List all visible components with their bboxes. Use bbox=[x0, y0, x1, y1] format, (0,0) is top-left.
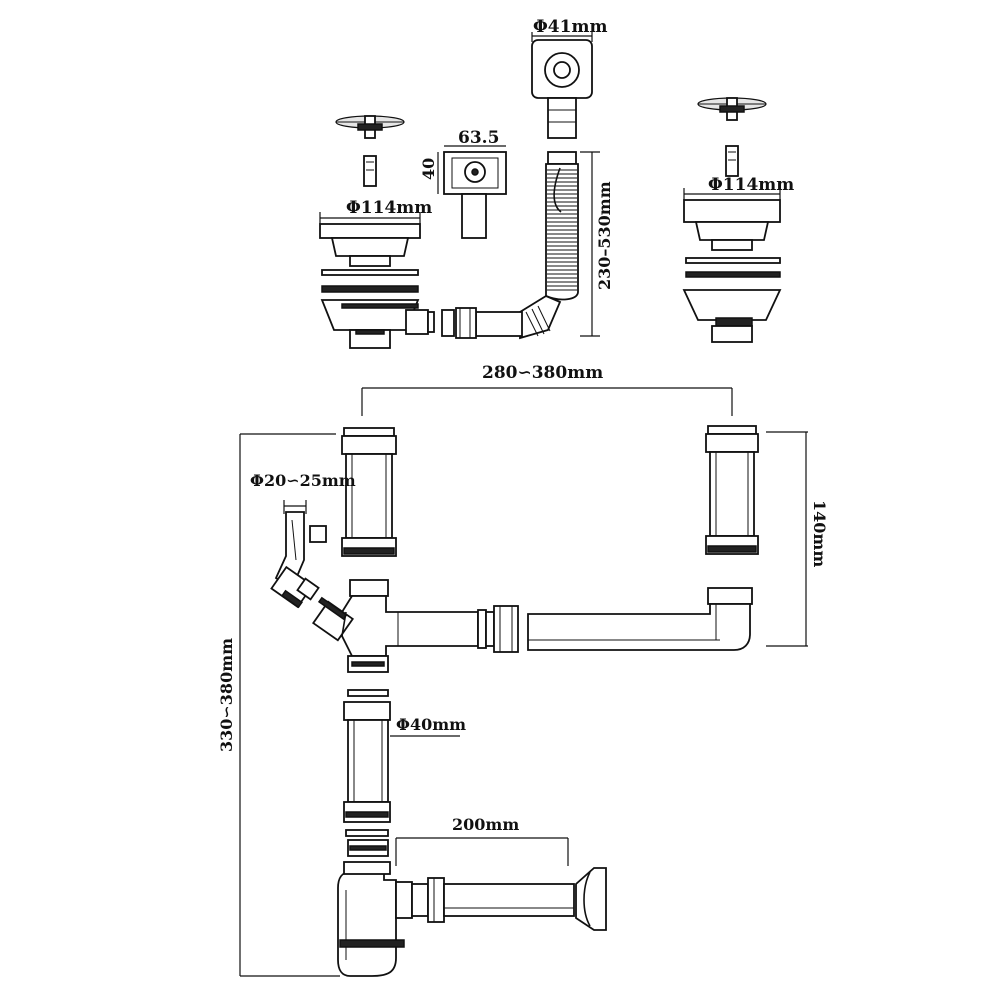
overflow-hose bbox=[545, 151, 579, 301]
hose-length-dim bbox=[580, 151, 600, 337]
tail-dia-label: Φ40mm bbox=[396, 715, 466, 734]
basket-strainer-left bbox=[335, 115, 405, 187]
total-height-dim bbox=[239, 433, 340, 977]
sink-body-left bbox=[319, 212, 435, 349]
left-tailpiece bbox=[341, 427, 397, 557]
bowl-spacing-label: 280∽380mm bbox=[482, 363, 603, 383]
basket-dia-right-label: Φ114mm bbox=[708, 175, 794, 195]
basket-strainer-right bbox=[697, 97, 767, 177]
bottle-trap bbox=[337, 861, 607, 977]
basket-dia-left-label: Φ114mm bbox=[346, 198, 432, 218]
bowl-spacing-dim bbox=[361, 387, 733, 416]
lower-tailpiece bbox=[343, 689, 460, 857]
appliance-inlet-branch bbox=[270, 500, 354, 642]
right-drop-dim bbox=[766, 431, 808, 647]
overflow-elbow bbox=[441, 294, 562, 340]
overflow-plate bbox=[437, 145, 507, 239]
overflow-head bbox=[531, 39, 593, 139]
outlet-length-dim bbox=[395, 837, 569, 866]
hose-length-label: 230–530mm bbox=[595, 181, 614, 290]
total-height-label: 330∽380mm bbox=[217, 638, 236, 752]
overflow-dia-label: Φ41mm bbox=[533, 17, 607, 37]
right-tailpiece bbox=[705, 425, 759, 555]
outlet-length-label: 200mm bbox=[452, 815, 519, 834]
plate-width-label: 63.5 bbox=[458, 128, 499, 148]
appliance-inlet-label: Φ20∽25mm bbox=[250, 471, 356, 490]
tee-fitting bbox=[341, 579, 519, 673]
right-elbow-arm bbox=[527, 587, 753, 651]
overflow-dim bbox=[531, 32, 593, 42]
sink-body-right bbox=[682, 188, 782, 343]
plate-height-label: 40 bbox=[419, 158, 438, 180]
right-drop-label: 140mm bbox=[810, 500, 829, 567]
